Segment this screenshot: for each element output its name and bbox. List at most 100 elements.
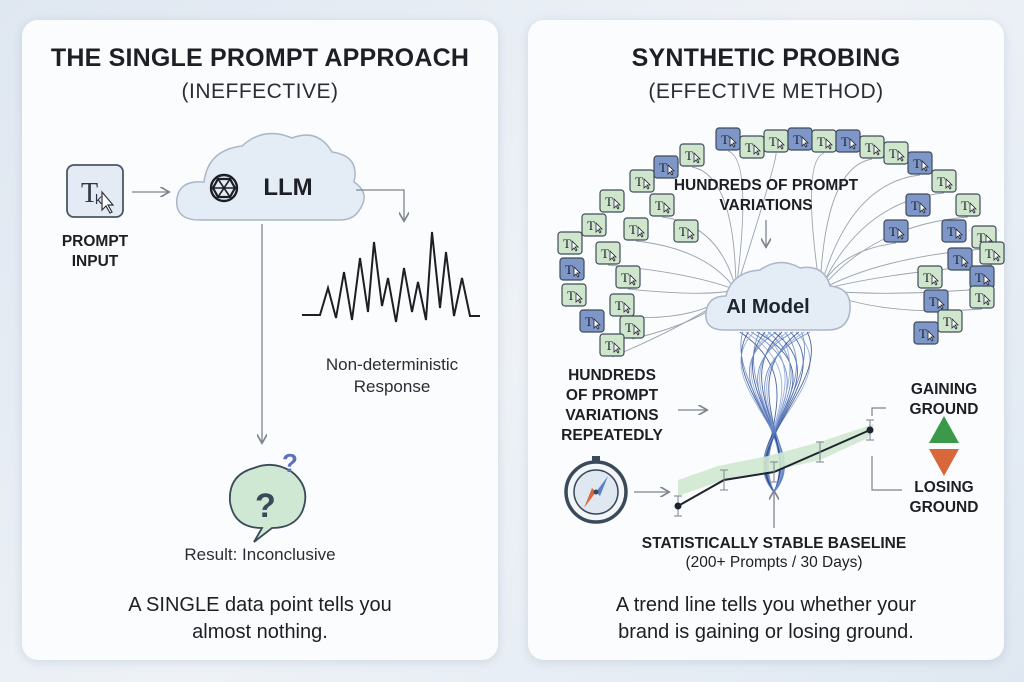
svg-text:T: T: [621, 270, 629, 285]
funnel-line: [764, 331, 811, 493]
svg-text:T: T: [685, 148, 693, 163]
right-title: SYNTHETIC PROBING: [631, 44, 901, 72]
svg-text:T: T: [923, 270, 931, 285]
trend-point: [866, 426, 874, 434]
prompt-tile: T: [931, 169, 957, 193]
result-label: Result: Inconclusive: [184, 545, 336, 564]
svg-text:T: T: [977, 230, 985, 245]
svg-text:T: T: [605, 338, 613, 353]
right-subtitle: (EFFECTIVE METHOD): [648, 80, 884, 103]
prompt-tile: T: [787, 127, 813, 151]
compass-icon: [564, 456, 628, 524]
gaining-label-2: GROUND: [909, 401, 979, 418]
prompt-tile: T: [623, 217, 649, 241]
svg-text:T: T: [975, 270, 983, 285]
prompt-input-label-1: PROMPT: [61, 233, 129, 250]
prompt-tile: T: [941, 219, 967, 243]
prompt-arrow: [820, 242, 897, 290]
svg-text:T: T: [985, 246, 993, 261]
prompt-input-label-2: INPUT: [71, 253, 119, 270]
repeat-label-3: VARIATIONS: [565, 407, 659, 424]
prompt-tile: T: [619, 315, 645, 339]
prompt-arrow: [661, 216, 736, 290]
prompt-tile: T: [673, 219, 699, 243]
svg-text:T: T: [659, 160, 667, 175]
prompt-tile: T: [907, 151, 933, 175]
noise-waveform: [302, 231, 480, 323]
svg-text:T: T: [817, 134, 825, 149]
svg-text:T: T: [635, 174, 643, 189]
svg-text:T: T: [961, 198, 969, 213]
prompt-tile: T: [559, 257, 585, 281]
prompt-tile: T: [557, 231, 583, 255]
repeat-label-1: HUNDREDS: [568, 367, 656, 384]
bracket-losing: [871, 456, 902, 491]
prompt-tile: T: [913, 321, 939, 345]
prompt-tile: T: [969, 285, 995, 309]
svg-text:T: T: [911, 198, 919, 213]
prompt-tile: T: [883, 219, 909, 243]
prompt-tile: T: [905, 193, 931, 217]
prompt-tile: T: [937, 309, 963, 333]
svg-text:T: T: [679, 224, 687, 239]
trend-line: [674, 419, 874, 517]
svg-text:T: T: [625, 320, 633, 335]
prompt-tile: T: [923, 289, 949, 313]
svg-text:T: T: [745, 140, 753, 155]
prompt-tile: T: [595, 241, 621, 265]
prompt-arrow: [736, 152, 777, 290]
baseline-label: STATISTICALLY STABLE BASELINE: [641, 535, 907, 552]
left-diagram: T k ? ?: [66, 132, 480, 543]
trend-point: [674, 502, 682, 510]
prompt-arrow: [635, 240, 736, 290]
prompt-tile: T: [579, 309, 605, 333]
svg-text:T: T: [919, 326, 927, 341]
svg-text:T: T: [655, 198, 663, 213]
left-caption-2: almost nothing.: [192, 621, 328, 643]
prompt-arrow: [691, 166, 736, 290]
funnel-line: [768, 331, 800, 493]
question-bubble-icon: ? ?: [229, 448, 307, 543]
svg-text:T: T: [567, 288, 575, 303]
prompt-tile: T: [615, 265, 641, 289]
prompt-tile: T: [653, 155, 679, 179]
prompt-tile: T: [679, 143, 705, 167]
prompt-tile: T: [609, 293, 635, 317]
svg-text:T: T: [943, 314, 951, 329]
prompt-tile: T: [955, 193, 981, 217]
funnel-line: [757, 331, 794, 493]
prompt-tile: T: [649, 193, 675, 217]
prompt-tile: T: [811, 129, 837, 153]
svg-text:T: T: [81, 178, 98, 209]
svg-text:T: T: [889, 224, 897, 239]
llm-label: LLM: [263, 174, 313, 201]
right-caption-1: A trend line tells you whether your: [615, 594, 917, 616]
prompt-tile: T: [581, 213, 607, 237]
prompt-arrow: [820, 174, 921, 290]
prompt-arrow: [810, 152, 825, 290]
svg-text:T: T: [615, 298, 623, 313]
funnel-line: [761, 331, 783, 493]
prompt-tile: T: [979, 241, 1005, 265]
svg-text:T: T: [793, 132, 801, 147]
variations-label-2: VARIATIONS: [719, 197, 813, 214]
svg-text:?: ?: [282, 448, 298, 478]
prompt-tile: T: [947, 247, 973, 271]
left-title: THE SINGLE PROMPT APPROACH: [50, 44, 470, 72]
svg-text:k: k: [95, 191, 103, 207]
losing-label-2: GROUND: [909, 499, 979, 516]
prompt-tile: T: [599, 333, 625, 357]
svg-text:T: T: [587, 218, 595, 233]
left-caption-1: A SINGLE data point tells you: [128, 594, 392, 616]
prompt-tile: T: [835, 129, 861, 153]
bracket-gaining: [871, 407, 886, 416]
arrow-llm-to-response: [356, 189, 404, 220]
prompt-tile: T: [561, 283, 587, 307]
prompt-tile: T: [715, 127, 741, 151]
prompt-tile: T: [969, 265, 995, 289]
losing-label-1: LOSING: [914, 479, 974, 496]
openai-logo-icon: [209, 173, 239, 203]
text-cursor-icon: T k: [66, 164, 124, 218]
